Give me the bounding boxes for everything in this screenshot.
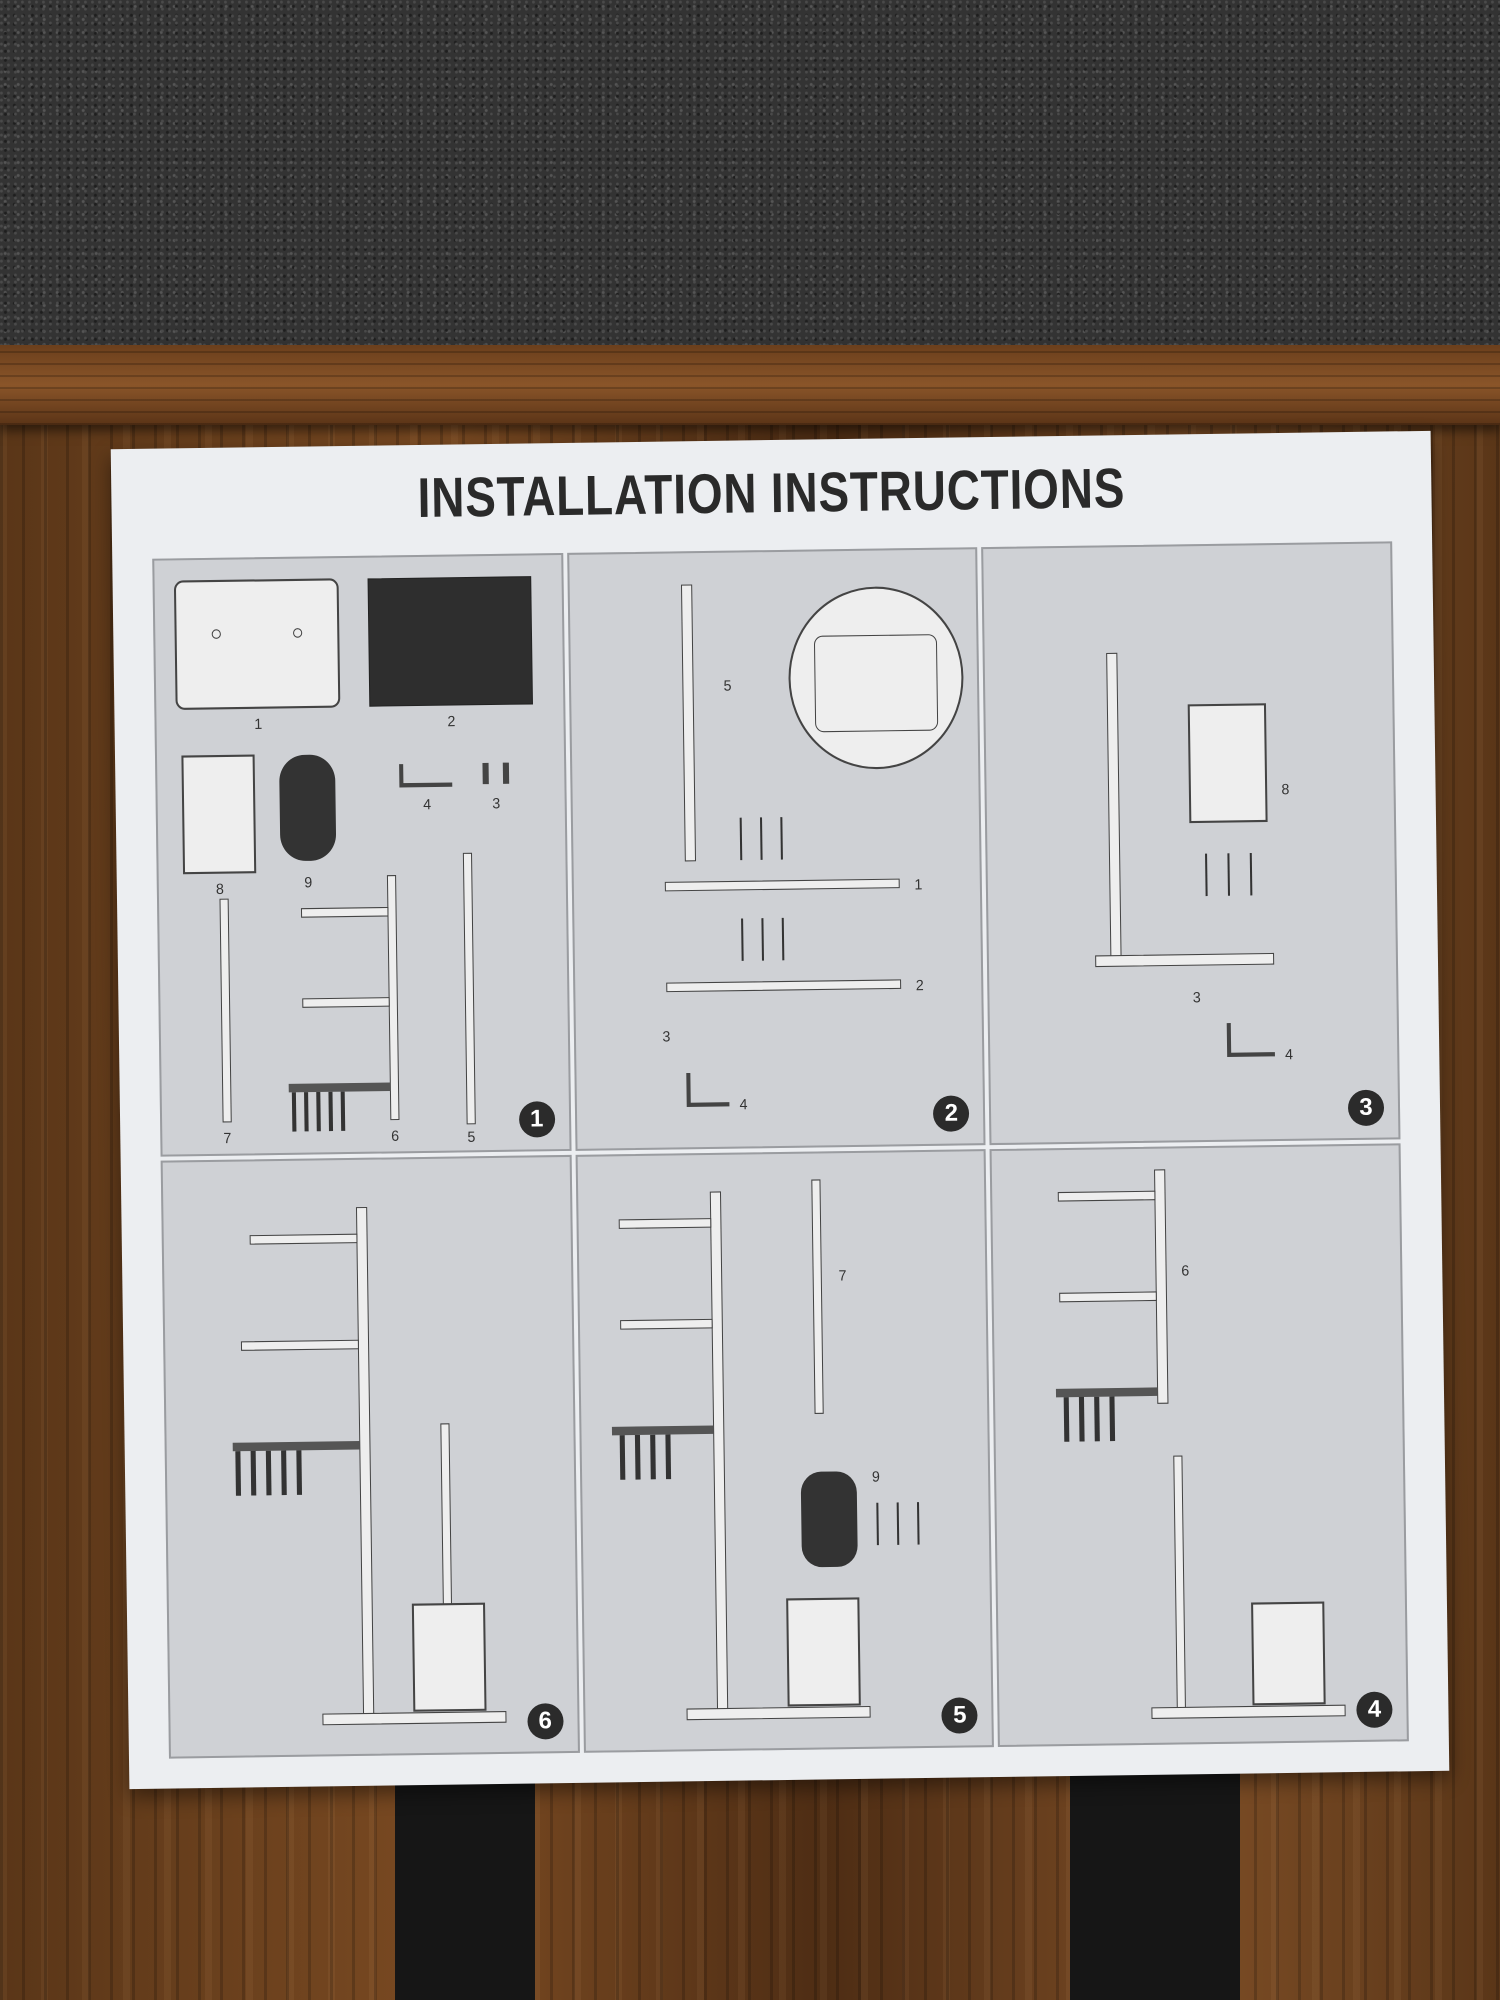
part-label: 7: [223, 1131, 231, 1147]
step-panel-5: 7 9 5: [575, 1149, 995, 1753]
pallet-gap: [1070, 1740, 1240, 2000]
step-5-diagram: 7 9: [611, 1179, 920, 1721]
part-label: 4: [739, 1097, 747, 1113]
part-label: 9: [871, 1469, 879, 1485]
sheet-title: INSTALLATION INSTRUCTIONS: [417, 456, 1126, 529]
part-label: 2: [915, 978, 923, 994]
part-label: 7: [838, 1268, 846, 1284]
part-label: 3: [1193, 990, 1201, 1006]
part-label: 4: [423, 797, 431, 813]
steps-grid: 1 2 8 9 4 3 7: [152, 541, 1409, 1759]
part-label: 4: [1285, 1047, 1293, 1063]
step-panel-6: 6: [160, 1154, 580, 1759]
parts-diagram: 1 2 8 9 4 3 7: [173, 576, 533, 1147]
step-3-diagram: 8 3 4: [1095, 652, 1293, 1063]
part-label: 5: [723, 678, 731, 694]
part-label: 6: [1182, 1263, 1190, 1279]
wood-plank-top: [0, 345, 1500, 425]
part-label: 3: [662, 1029, 670, 1045]
step-number-badge: 1: [518, 1101, 556, 1138]
part-label: 9: [304, 875, 312, 891]
step-panel-2: 5 1 2 3 4 2: [566, 547, 986, 1151]
step-2-diagram: 5 1 2 3 4: [662, 584, 964, 1114]
part-label: 2: [447, 714, 455, 730]
step-panel-3: 8 3 4 3: [981, 541, 1401, 1146]
part-label: 1: [254, 717, 262, 733]
step-panel-4: 6 4: [989, 1143, 1409, 1748]
part-label: 1: [914, 877, 922, 893]
part-label: 3: [492, 796, 500, 812]
step-4-diagram: 6: [1056, 1169, 1347, 1720]
step-panel-1: 1 2 8 9 4 3 7: [152, 552, 572, 1157]
part-label: 5: [467, 1130, 475, 1146]
part-label: 8: [1282, 782, 1290, 798]
carpet-background: [0, 0, 1500, 380]
part-label: 8: [216, 882, 224, 898]
step-6-diagram: [232, 1206, 507, 1726]
part-label: 6: [391, 1128, 399, 1144]
step-number-badge: 6: [526, 1703, 564, 1740]
instruction-sheet: INSTALLATION INSTRUCTIONS 1 2 8 9 4 3 7: [110, 430, 1450, 1790]
